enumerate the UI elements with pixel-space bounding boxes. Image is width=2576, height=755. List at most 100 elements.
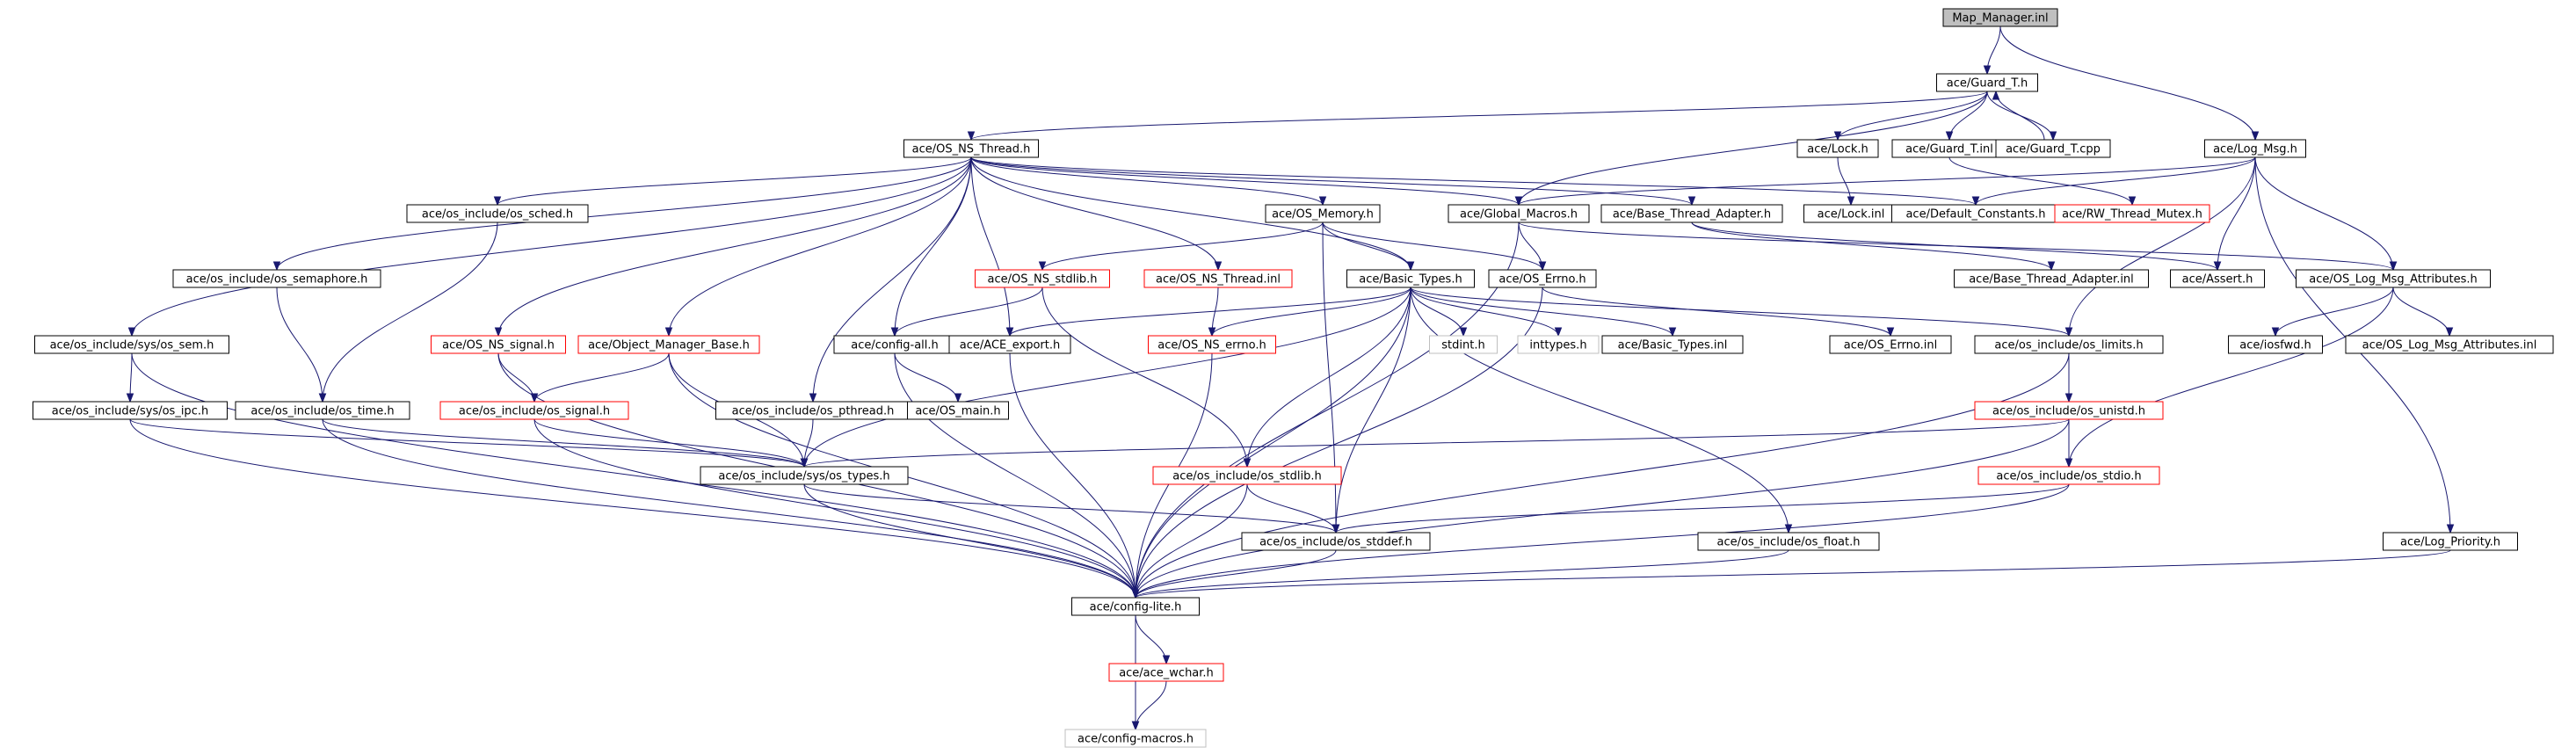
edge-guard-t-cpp-to-guard-t-h: [1992, 90, 2045, 141]
node-base-thread-adapter-h[interactable]: ace/Base_Thread_Adapter.h: [1600, 204, 1783, 223]
edge-line: [1135, 680, 1167, 730]
node-os-ipc-h[interactable]: ace/os_include/sys/os_ipc.h: [33, 401, 228, 420]
edge-line: [1335, 287, 1411, 534]
node-os-main-h[interactable]: ace/OS_main.h: [907, 401, 1009, 420]
edge-line: [1322, 221, 1411, 271]
node-os-stddef-h[interactable]: ace/os_include/os_stddef.h: [1241, 532, 1431, 551]
node-os-memory-h[interactable]: ace/OS_Memory.h: [1265, 204, 1381, 223]
node-config-lite-h[interactable]: ace/config-lite.h: [1071, 597, 1200, 616]
node-log-msg-h[interactable]: ace/Log_Msg.h: [2204, 139, 2306, 158]
node-os-errno-inl[interactable]: ace/OS_Errno.inl: [1829, 335, 1952, 354]
edge-line: [803, 418, 2070, 468]
edge-line: [1041, 221, 1324, 271]
edge-lock-h-to-lock-inl: [1837, 156, 1855, 207]
edges-layer: [126, 25, 2455, 731]
node-base-thread-adapter-inl[interactable]: ace/Base_Thread_Adapter.inl: [1954, 269, 2149, 288]
node-os-pthread-h[interactable]: ace/os_include/os_pthread.h: [715, 401, 911, 420]
node-label: ace/Global_Macros.h: [1460, 208, 1578, 221]
node-os-float-h[interactable]: ace/os_include/os_float.h: [1697, 532, 1880, 551]
node-os-stdio-h[interactable]: ace/os_include/os_stdio.h: [1977, 466, 2160, 485]
node-label: stdint.h: [1441, 339, 1484, 352]
edge-line: [1246, 287, 1411, 468]
node-os-ns-errno-h[interactable]: ace/OS_NS_errno.h: [1148, 335, 1276, 354]
edge-line: [894, 352, 959, 403]
node-config-macros-h[interactable]: ace/config-macros.h: [1064, 729, 1207, 748]
node-guard-t-cpp[interactable]: ace/Guard_T.cpp: [1995, 139, 2111, 158]
edge-basic-types-h-to-basic-types-inl: [1410, 287, 1677, 338]
node-os-sched-h[interactable]: ace/os_include/os_sched.h: [406, 204, 589, 223]
node-assert-h[interactable]: ace/Assert.h: [2170, 269, 2265, 288]
node-os-ns-stdlib-h[interactable]: ace/OS_NS_stdlib.h: [975, 269, 1110, 288]
node-label: ace/Default_Constants.h: [1905, 208, 2045, 221]
node-label: ace/ace_wchar.h: [1119, 667, 1214, 680]
node-object-manager-base-h[interactable]: ace/Object_Manager_Base.h: [577, 335, 760, 354]
edge-os-float-h-to-config-lite-h: [1131, 549, 1789, 599]
node-os-ns-signal-h[interactable]: ace/OS_NS_signal.h: [431, 335, 566, 354]
node-basic-types-h[interactable]: ace/Basic_Types.h: [1346, 269, 1475, 288]
node-box: [1448, 204, 1590, 223]
node-os-log-msg-attributes-inl[interactable]: ace/OS_Log_Msg_Attributes.inl: [2345, 335, 2554, 354]
node-global-macros-h[interactable]: ace/Global_Macros.h: [1448, 204, 1590, 223]
node-inttypes-h[interactable]: inttypes.h: [1517, 335, 1600, 354]
node-os-stdlib-h[interactable]: ace/os_include/os_stdlib.h: [1152, 466, 1342, 485]
node-iosfwd-h[interactable]: ace/iosfwd.h: [2228, 335, 2323, 354]
edge-os-memory-h-to-os-ns-stdlib-h: [1038, 221, 1324, 272]
node-os-signal-h[interactable]: ace/os_include/os_signal.h: [439, 401, 629, 420]
edge-line: [668, 156, 972, 337]
node-guard-t-h[interactable]: ace/Guard_T.h: [1936, 73, 2038, 92]
node-os-errno-h[interactable]: ace/OS_Errno.h: [1488, 269, 1597, 288]
node-box: [1265, 204, 1381, 223]
node-rw-thread-mutex-h[interactable]: ace/RW_Thread_Mutex.h: [2054, 204, 2210, 223]
node-box: [1152, 466, 1342, 485]
edge-arrowhead: [1945, 131, 1954, 142]
edge-os-time-h-to-config-lite-h: [322, 418, 1140, 599]
edge-line: [1009, 287, 1411, 337]
node-ace-wchar-h[interactable]: ace/ace_wchar.h: [1108, 663, 1224, 682]
edge-arrowhead: [1538, 261, 1547, 272]
edge-arrowhead: [1992, 90, 2000, 100]
edge-guard-t-h-to-lock-h: [1833, 91, 1988, 142]
node-log-priority-h[interactable]: ace/Log_Priority.h: [2383, 532, 2518, 551]
edge-line: [131, 156, 972, 337]
node-os-ns-thread-inl[interactable]: ace/OS_NS_Thread.inl: [1143, 269, 1293, 288]
edge-os-types-h-to-os-stddef-h: [803, 483, 1340, 534]
edge-arrowhead: [1406, 261, 1415, 272]
edge-os-unistd-h-to-os-types-h: [800, 418, 2070, 468]
node-lock-inl[interactable]: ace/Lock.inl: [1803, 204, 1898, 223]
edge-config-all-h-to-config-lite-h: [894, 352, 1140, 599]
edge-line: [2217, 156, 2256, 271]
node-box: [1148, 335, 1276, 354]
node-os-time-h[interactable]: ace/os_include/os_time.h: [235, 401, 410, 420]
node-label: Map_Manager.inl: [1952, 12, 2048, 25]
node-label: ace/OS_NS_signal.h: [442, 339, 555, 352]
node-os-unistd-h[interactable]: ace/os_include/os_unistd.h: [1974, 401, 2164, 420]
node-os-sem-h[interactable]: ace/os_include/sys/os_sem.h: [34, 335, 229, 354]
node-os-log-msg-attributes-h[interactable]: ace/OS_Log_Msg_Attributes.h: [2296, 269, 2491, 288]
node-os-types-h[interactable]: ace/os_include/sys/os_types.h: [700, 466, 909, 485]
node-stdint-h[interactable]: stdint.h: [1429, 335, 1498, 354]
edge-line: [970, 156, 1693, 206]
node-label: ace/Basic_Types.inl: [1618, 339, 1728, 352]
node-box: [700, 466, 909, 485]
node-ace-export-h[interactable]: ace/ACE_export.h: [948, 335, 1071, 354]
node-guard-t-inl[interactable]: ace/Guard_T.inl: [1891, 139, 2007, 158]
edge-arrowhead: [1005, 327, 1014, 338]
node-basic-types-inl[interactable]: ace/Basic_Types.inl: [1601, 335, 1744, 354]
node-map-manager[interactable]: Map_Manager.inl: [1942, 8, 2058, 27]
edge-config-lite-h-to-ace-wchar-h: [1135, 614, 1171, 665]
node-label: ace/Basic_Types.h: [1359, 273, 1462, 287]
node-os-semaphore-h[interactable]: ace/os_include/os_semaphore.h: [172, 269, 381, 288]
node-lock-h[interactable]: ace/Lock.h: [1796, 139, 1879, 158]
edge-line: [533, 418, 1136, 599]
node-os-limits-h[interactable]: ace/os_include/os_limits.h: [1974, 335, 2164, 354]
edge-os-stdlib-h-to-os-stddef-h: [1246, 483, 1340, 534]
node-os-ns-thread-h[interactable]: ace/OS_NS_Thread.h: [903, 139, 1039, 158]
node-default-constants-h[interactable]: ace/Default_Constants.h: [1891, 204, 2060, 223]
edge-log-priority-h-to-config-lite-h: [1131, 549, 2451, 599]
edge-os-time-h-to-os-types-h: [322, 418, 809, 468]
edge-line: [131, 352, 1136, 599]
edge-arrowhead: [530, 393, 539, 403]
edge-arrowhead: [2271, 327, 2280, 338]
node-config-all-h[interactable]: ace/config-all.h: [833, 335, 956, 354]
edge-line: [970, 156, 1324, 206]
